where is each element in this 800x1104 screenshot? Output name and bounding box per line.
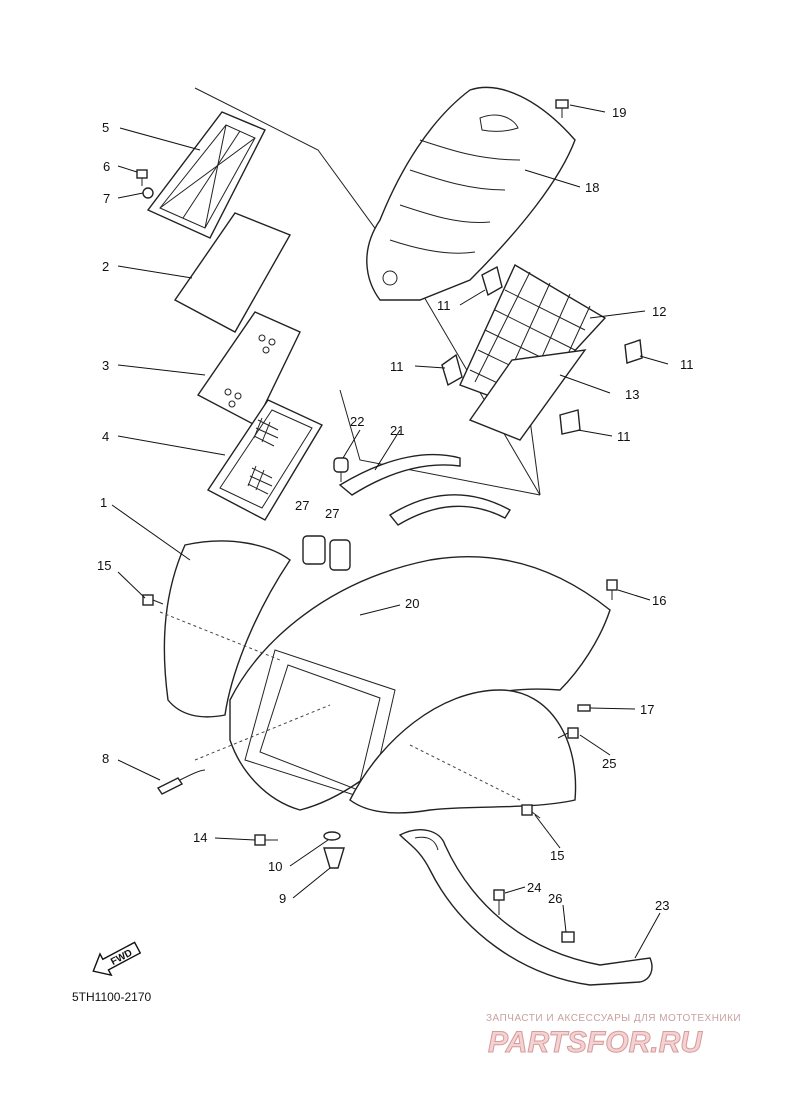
bracket-part	[338, 453, 511, 526]
front-cover-part	[366, 86, 576, 301]
nut-part	[561, 931, 575, 943]
callout-1: 1	[100, 495, 107, 510]
callout-20: 20	[405, 596, 419, 611]
callout-8: 8	[102, 751, 109, 766]
callout-11: 11	[390, 359, 404, 374]
callout-21: 21	[390, 423, 404, 438]
callout-13: 13	[625, 387, 639, 402]
callout-12: 12	[652, 304, 666, 319]
bolt-part	[142, 594, 541, 819]
bolt-part	[606, 579, 618, 600]
callout-6: 6	[103, 159, 110, 174]
callout-17: 17	[640, 702, 654, 717]
callout-26: 26	[548, 891, 562, 906]
callout-19: 19	[612, 105, 626, 120]
callout-27: 27	[325, 506, 339, 521]
callout-16: 16	[652, 593, 666, 608]
callout-25: 25	[602, 756, 616, 771]
callout-11: 11	[617, 429, 631, 444]
leader-lines	[111, 104, 669, 959]
callout-18: 18	[585, 180, 599, 195]
assembly-outline	[529, 419, 541, 496]
callout-7: 7	[103, 191, 110, 206]
filter-cage-part	[146, 111, 266, 239]
callout-11: 11	[437, 298, 451, 313]
bolt-part	[254, 834, 278, 846]
washer-part	[142, 187, 154, 199]
callout-22: 22	[350, 414, 364, 429]
assembly-outline	[339, 389, 541, 496]
nut-part	[577, 704, 591, 712]
forward-arrow-icon: FWD	[92, 941, 142, 977]
callout-11: 11	[680, 357, 694, 372]
watermark-caption: ЗАПЧАСТИ И АКСЕССУАРЫ ДЛЯ МОТОТЕХНИКИ	[486, 1013, 741, 1024]
callout-3: 3	[102, 358, 109, 373]
mesh-filter-part	[206, 399, 324, 521]
screw-part	[136, 169, 148, 186]
damper-part	[302, 535, 351, 571]
cover-screw-part	[555, 99, 569, 118]
wire-lead-part	[156, 769, 206, 795]
callout-5: 5	[102, 120, 109, 135]
drawing-code: 5TH1100-2170	[72, 990, 151, 1004]
callout-10: 10	[268, 859, 282, 874]
grille-part	[459, 264, 607, 409]
filter-pad-part	[173, 212, 292, 333]
fwd-label: FWD	[109, 948, 134, 968]
reference-line	[194, 704, 331, 761]
bolt-part	[493, 889, 505, 915]
front-fender-part	[163, 540, 611, 814]
callout-15: 15	[97, 558, 111, 573]
callout-15: 15	[550, 848, 564, 863]
guard-part	[398, 829, 653, 986]
cap-part	[323, 847, 345, 869]
grille-seal-part	[468, 349, 587, 441]
callout-14: 14	[193, 830, 207, 845]
callout-23: 23	[655, 898, 669, 913]
callout-27: 27	[295, 498, 309, 513]
callout-2: 2	[102, 259, 109, 274]
perforated-plate-part	[196, 311, 301, 426]
callout-9: 9	[279, 891, 286, 906]
reference-line	[409, 744, 521, 801]
bolt-part	[557, 727, 579, 739]
watermark-logo: PARTSFOR.RU	[488, 1026, 703, 1059]
grommet-part	[333, 457, 349, 482]
washer-part	[323, 831, 341, 841]
callout-numbers: 5 6 7 2 3 4 1 15 8 14 10 9 19 18 11 12 1…	[97, 105, 694, 913]
callout-4: 4	[102, 429, 109, 444]
callout-24: 24	[527, 880, 541, 895]
